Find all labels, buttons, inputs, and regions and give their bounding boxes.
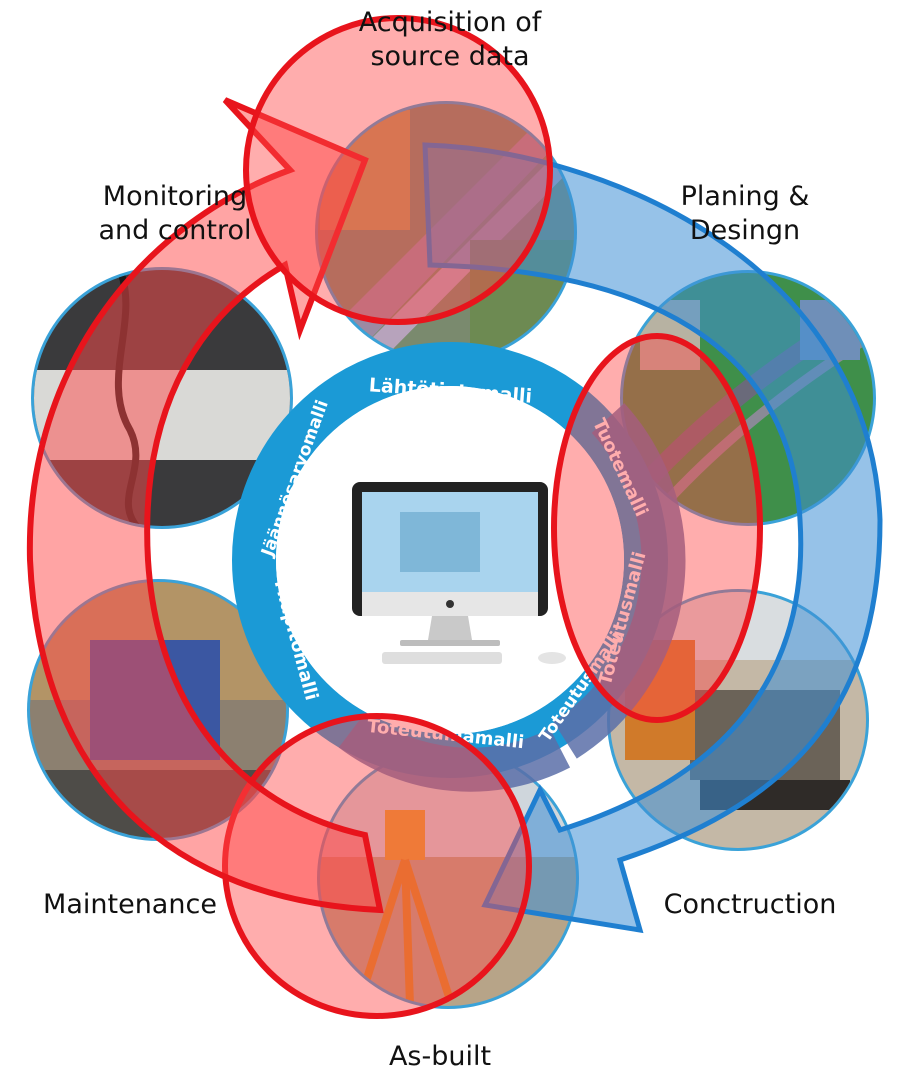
label-construction: Conctruction: [663, 889, 837, 920]
label-maintenance: Maintenance: [43, 889, 217, 920]
label-asbuilt: As-built: [388, 1041, 492, 1072]
computer-icon: [352, 482, 566, 664]
label-acquisition: Acquisition of source data: [358, 7, 542, 72]
label-monitoring: Monitoring and control: [98, 181, 252, 246]
label-planning: Planing & Desingn: [680, 181, 810, 246]
blue-arrow-overlay: [422, 142, 883, 934]
red-circle-overlays: [222, 333, 763, 1019]
red-arrow-overlay: [26, 15, 553, 914]
